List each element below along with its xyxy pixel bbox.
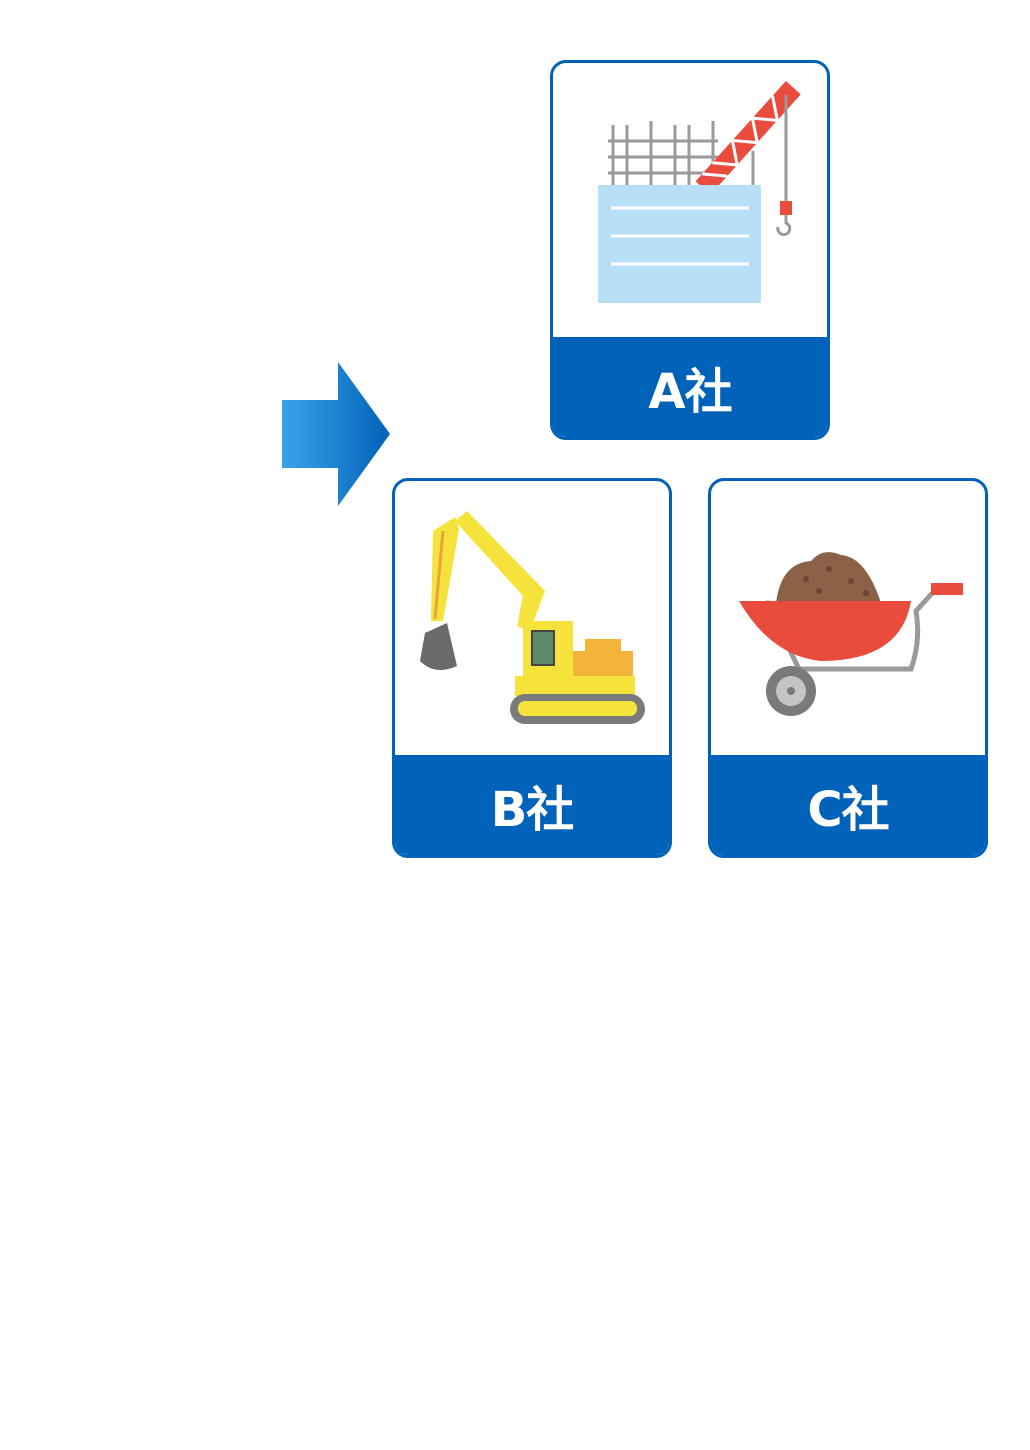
right-arrow-icon (282, 362, 390, 506)
construction-crane-icon (598, 80, 801, 303)
company-card-b: B社 (392, 478, 672, 858)
wheelbarrow-icon (739, 552, 963, 716)
company-label-c: C社 (711, 755, 985, 855)
excavator-icon (420, 511, 645, 724)
company-card-c: C社 (708, 478, 988, 858)
company-card-a: A社 (550, 60, 830, 440)
company-label-a: A社 (553, 337, 827, 437)
company-label-b: B社 (395, 755, 669, 855)
